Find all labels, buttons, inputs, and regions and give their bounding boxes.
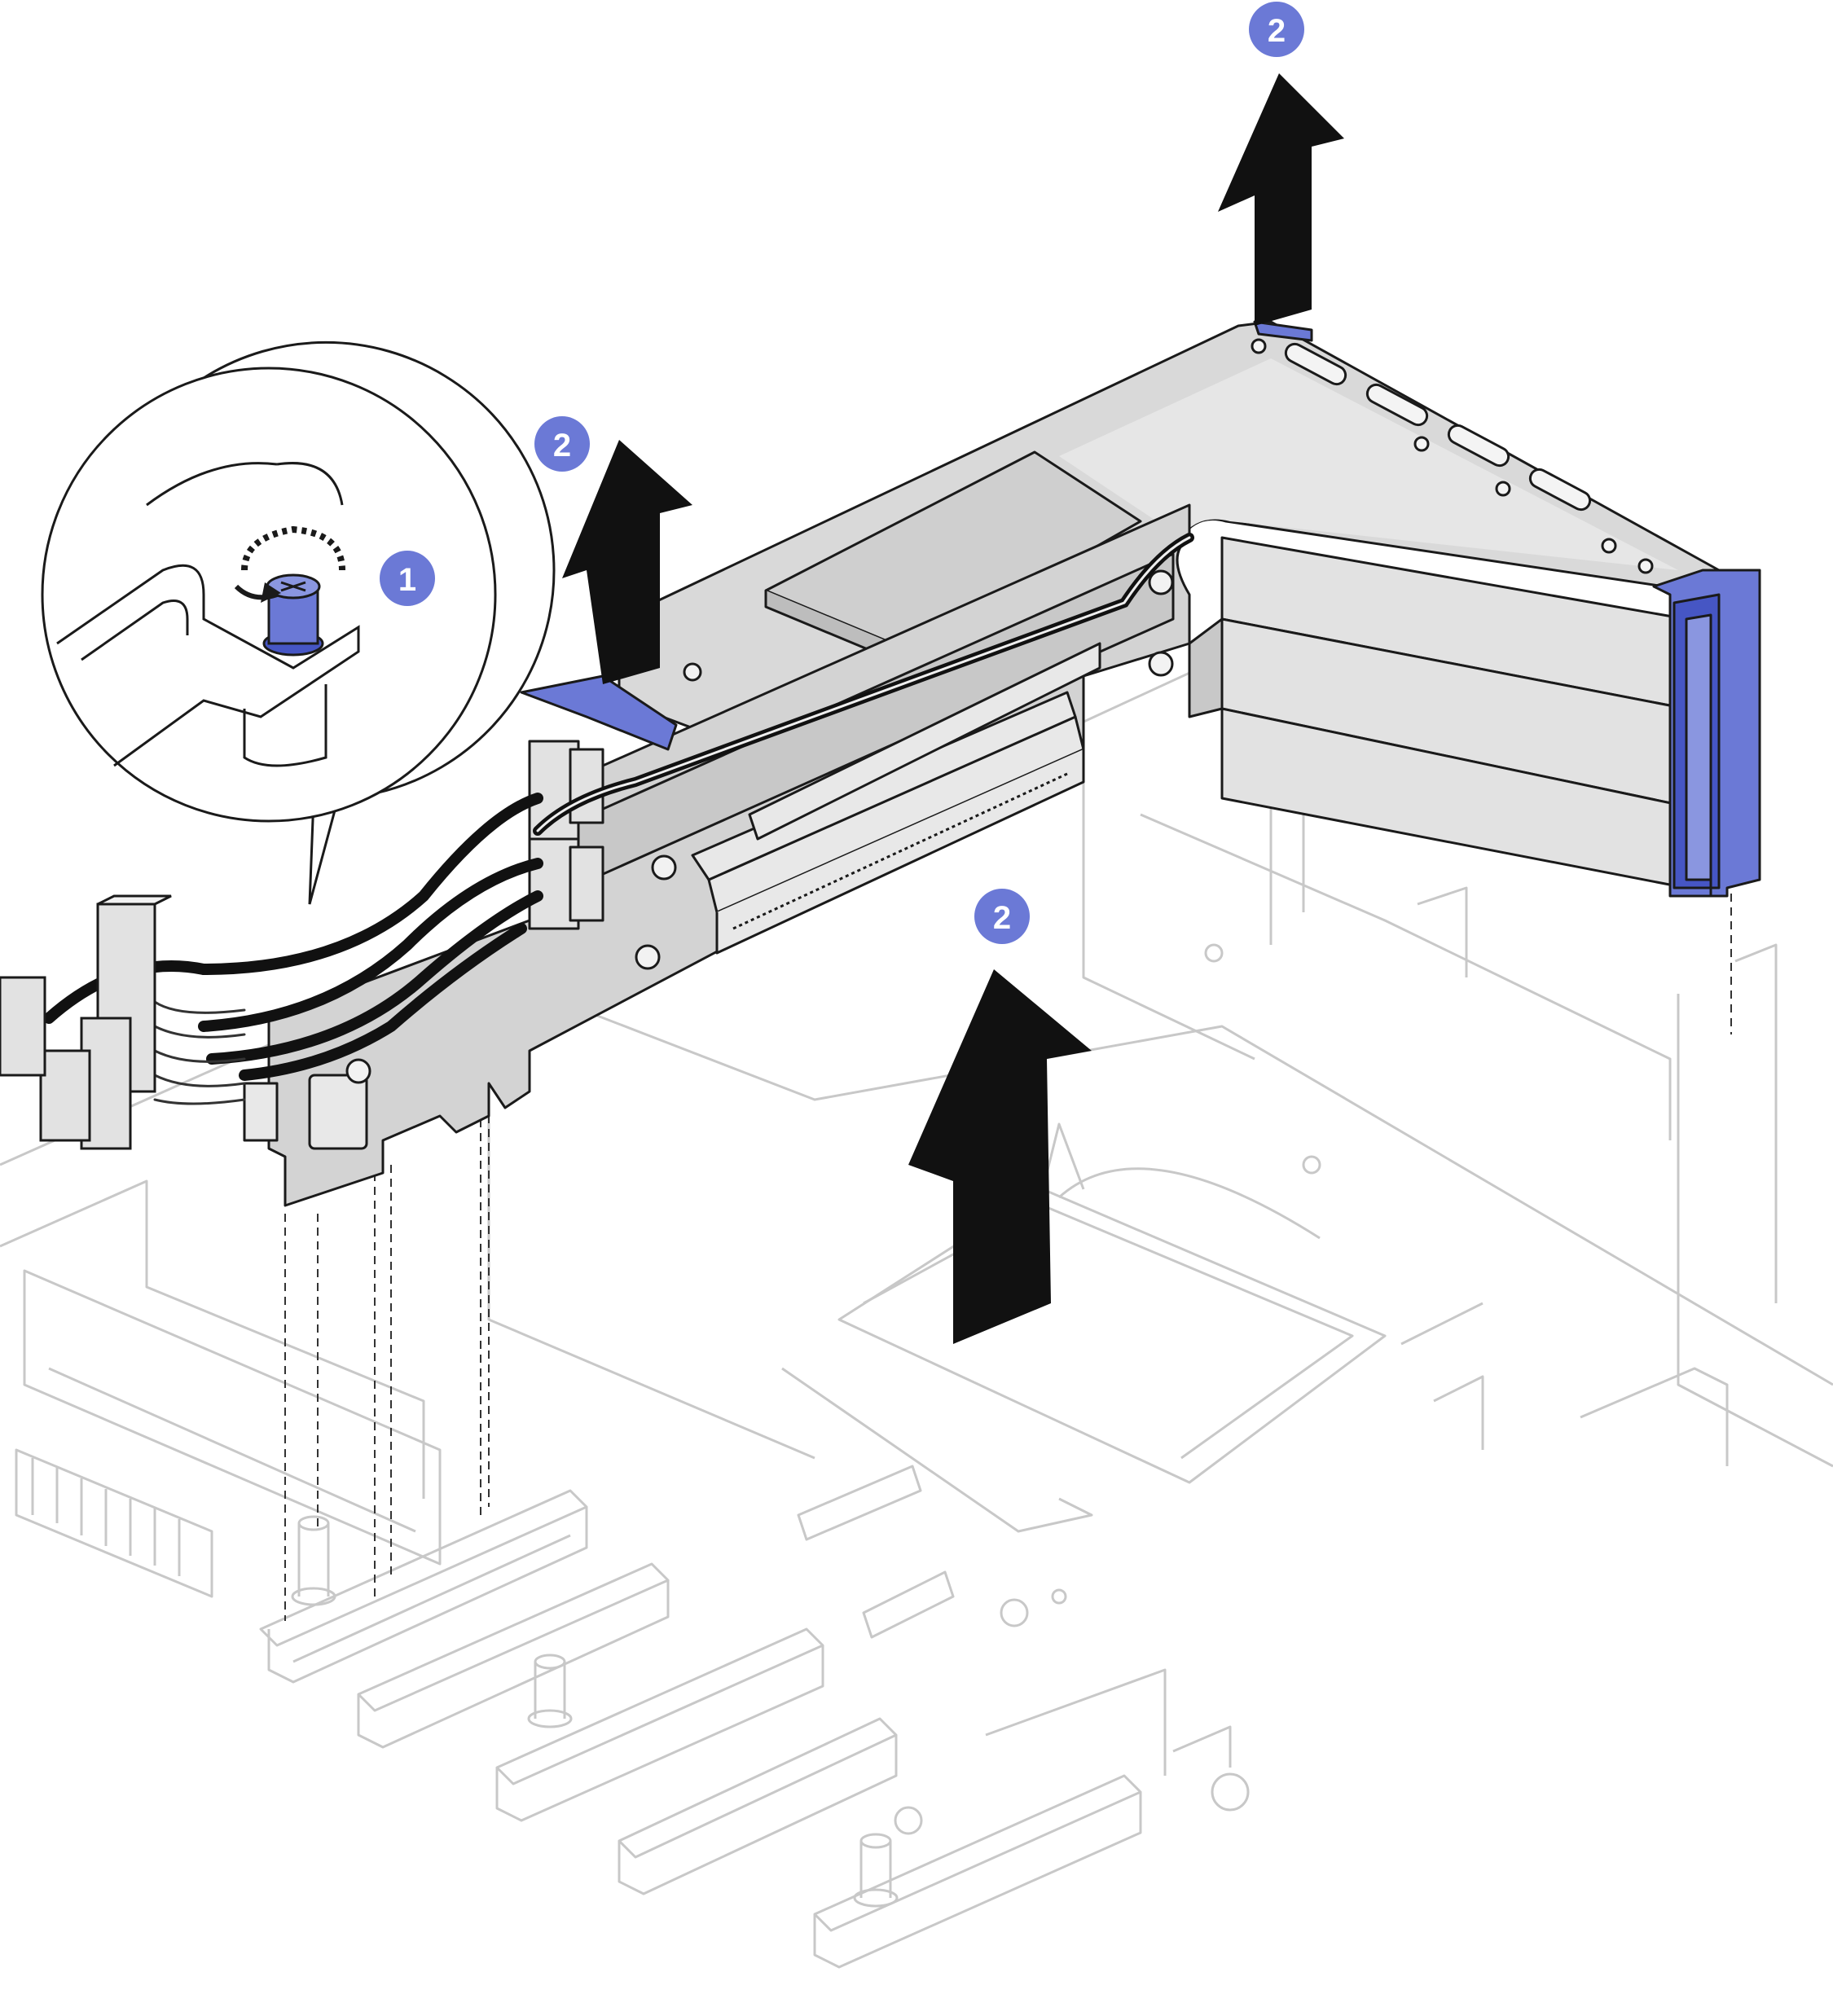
standoff-lower <box>853 1833 899 1908</box>
callout-1-label: 1 <box>398 562 416 598</box>
pcie-slot-row-4 <box>618 1717 898 1895</box>
detail-magnifier <box>41 340 556 905</box>
riser-blue-strip <box>1253 320 1313 342</box>
alignment-guides <box>284 456 1732 1621</box>
pcie-slot-row-2 <box>357 1562 670 1749</box>
step-callout-1: 1 <box>380 551 435 606</box>
up-arrow-left <box>562 440 692 684</box>
standoff-middle <box>527 1654 573 1728</box>
up-arrow-center <box>908 969 1092 1344</box>
system-board-background <box>0 634 1833 1969</box>
standoff-left <box>291 1515 336 1606</box>
callout-2-center-label: 2 <box>993 900 1011 936</box>
step-callout-2-left: 2 <box>534 416 590 472</box>
riser-card-slots <box>1188 536 1688 889</box>
riser-blue-tab[interactable] <box>520 674 678 751</box>
step-callout-2-center: 2 <box>974 889 1030 944</box>
pcie-slot-row-3 <box>495 1627 824 1822</box>
top-slot-holes <box>1251 338 1654 574</box>
step-callout-2-top: 2 <box>1249 2 1304 57</box>
callout-2-top-label: 2 <box>1268 13 1286 49</box>
heatsink-icon <box>15 1448 213 1598</box>
pcie-slot-row-5 <box>813 1774 1142 1969</box>
riser-edge-connectors <box>691 642 1101 955</box>
rear-latch-bracket[interactable] <box>1652 569 1761 898</box>
up-arrow-top-right <box>1218 73 1344 326</box>
cable-end-connectors <box>0 894 172 1150</box>
up-arrow-icon <box>562 73 1344 1344</box>
power-connector <box>308 1074 368 1150</box>
plate-screws <box>345 569 1174 1084</box>
pcie-slot-row-1 <box>259 1489 588 1684</box>
callout-2-left-label: 2 <box>553 428 571 463</box>
thumbscrew-rotate-icon <box>234 525 345 657</box>
